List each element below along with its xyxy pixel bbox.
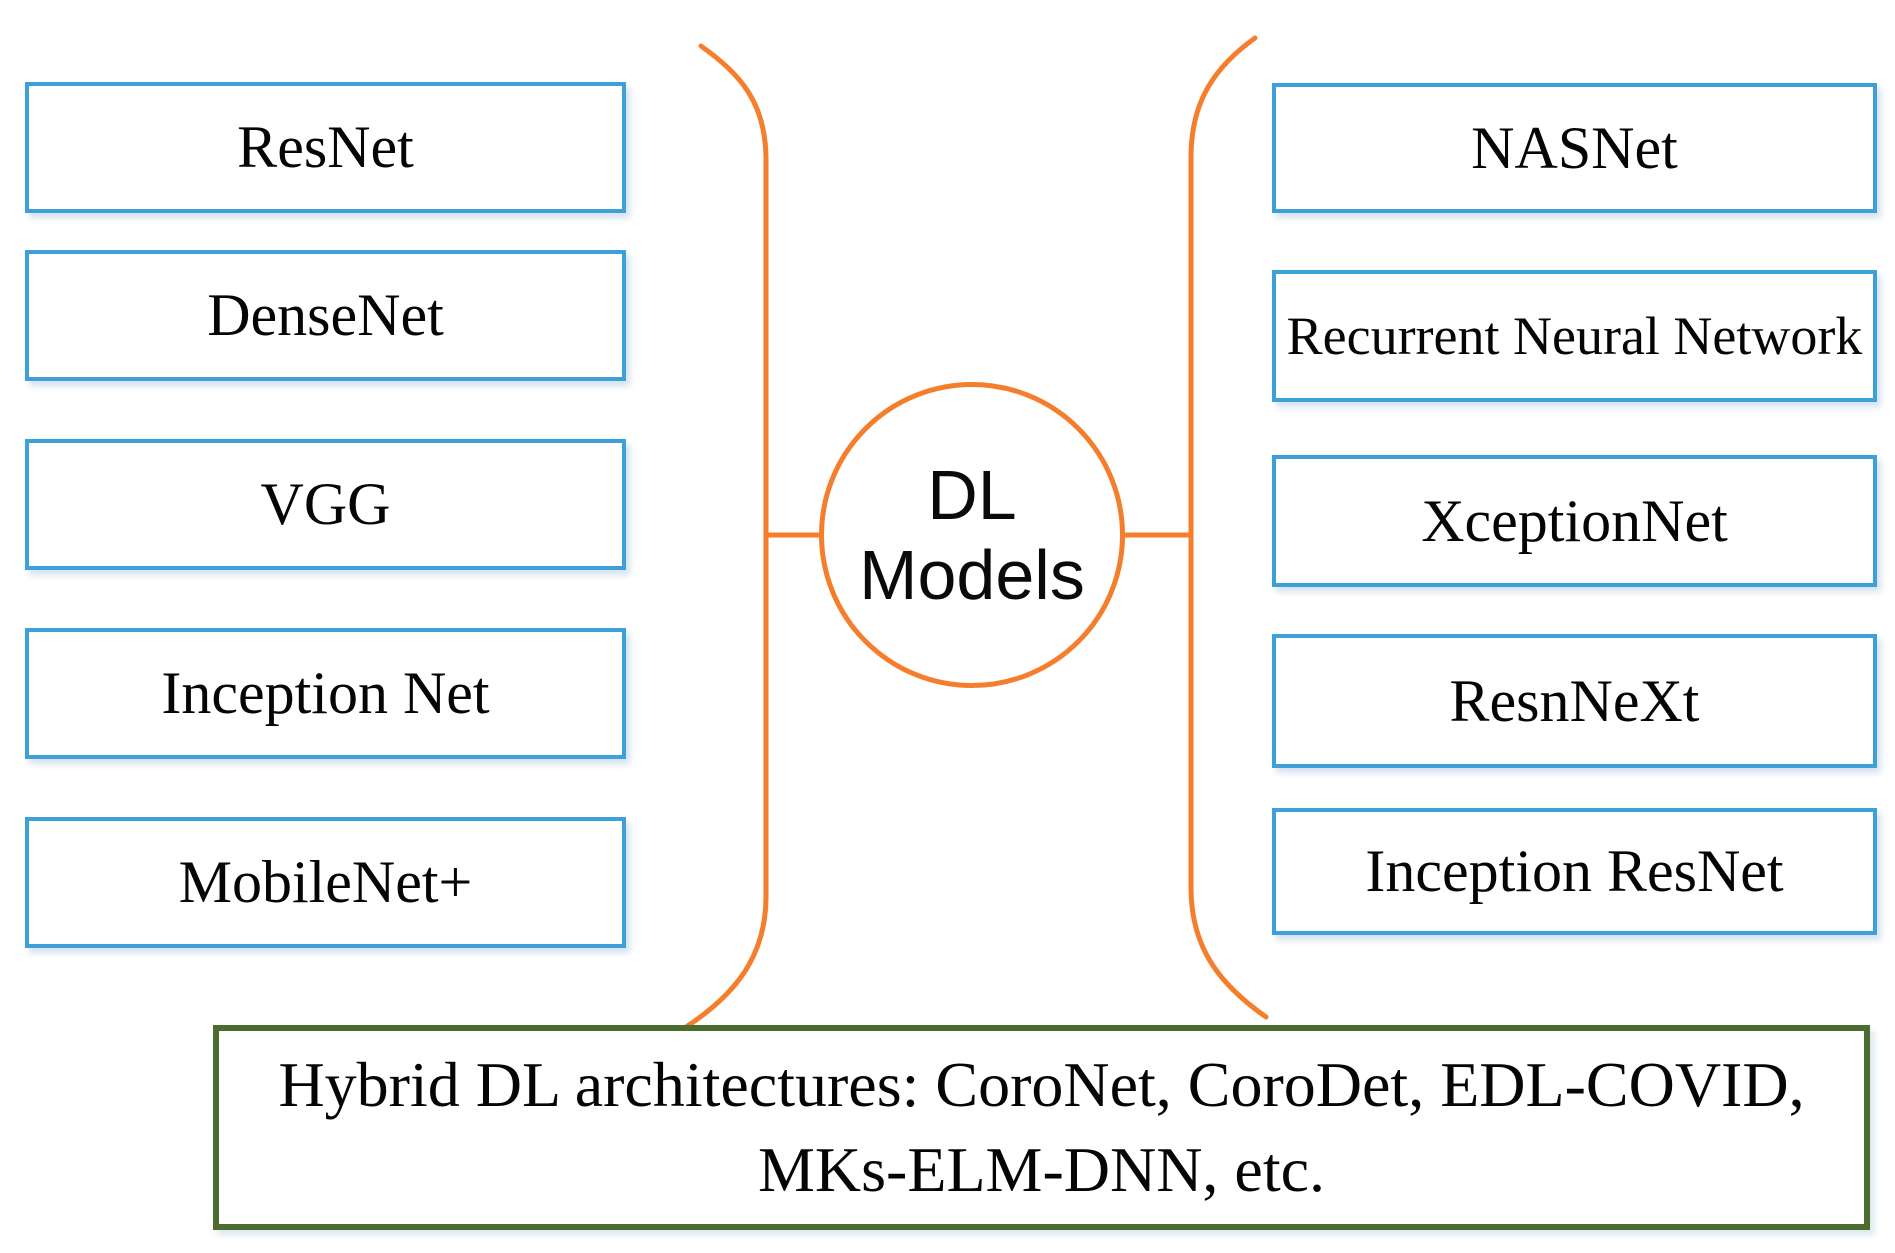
model-label: ResNet — [237, 114, 414, 180]
model-box-recurrent-neural-network: Recurrent Neural Network — [1272, 270, 1877, 402]
right-brace-curve — [1188, 35, 1269, 1020]
model-box-resnnext: ResnNeXt — [1272, 634, 1877, 768]
model-box-densenet: DenseNet — [25, 250, 626, 381]
hybrid-architectures-line2: MKs-ELM-DNN, etc. — [758, 1133, 1325, 1205]
hybrid-architectures-box: Hybrid DL architectures: CoroNet, CoroDe… — [213, 1025, 1870, 1230]
model-box-vgg: VGG — [25, 439, 626, 570]
left-brace-curve — [683, 43, 769, 1030]
model-label: VGG — [260, 471, 391, 537]
dl-models-circle: DL Models — [819, 382, 1125, 688]
model-box-resnet: ResNet — [25, 82, 626, 213]
model-box-xceptionnet: XceptionNet — [1272, 455, 1877, 587]
model-label: DenseNet — [207, 282, 444, 348]
model-label: Recurrent Neural Network — [1286, 305, 1863, 366]
model-box-inception-net: Inception Net — [25, 628, 626, 759]
model-label: Inception Net — [161, 660, 490, 726]
dl-models-circle-line1: DL — [927, 455, 1017, 534]
model-box-mobilenet: MobileNet+ — [25, 817, 626, 948]
model-label: MobileNet+ — [178, 849, 473, 915]
model-label: Inception ResNet — [1365, 838, 1784, 904]
model-box-nasnet: NASNet — [1272, 83, 1877, 213]
hybrid-architectures-line1: Hybrid DL architectures: CoroNet, CoroDe… — [278, 1049, 1805, 1121]
model-box-inception-resnet: Inception ResNet — [1272, 808, 1877, 935]
dl-models-circle-line2: Models — [859, 536, 1085, 614]
model-label: ResnNeXt — [1449, 667, 1700, 734]
model-label: NASNet — [1471, 114, 1678, 181]
model-label: XceptionNet — [1421, 487, 1728, 554]
